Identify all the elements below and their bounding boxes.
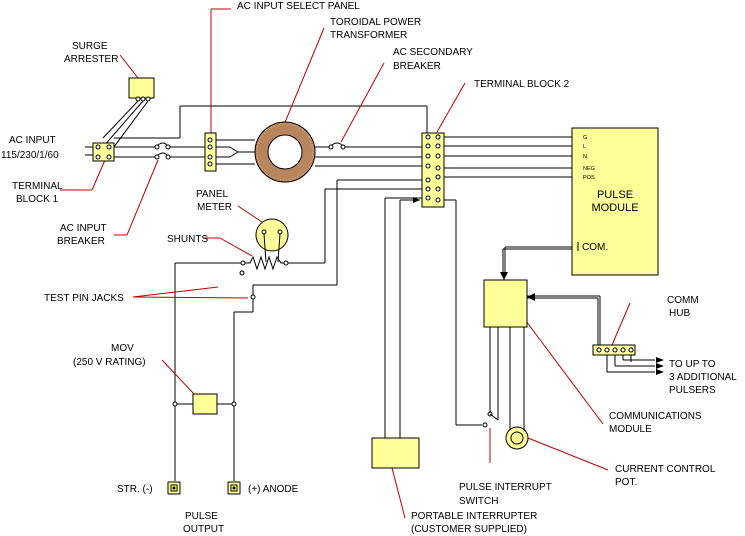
portable-interrupter-label-2: (CUSTOMER SUPPLIED) [411,524,527,535]
ac-input-breaker-label-1: AC INPUT [60,223,107,234]
toroidal-transformer-label-1: TOROIDAL POWER [330,17,421,28]
comm-hub [592,344,636,356]
wiring [85,105,664,481]
ac-input-breaker [154,142,171,160]
terminal-block-1-label-1: TERMINAL [12,181,63,192]
comm-hub-label-1: COMM [667,295,699,306]
ac-input-breaker-label-2: BREAKER [57,236,105,247]
additional-label: 3 ADDITIONAL [669,372,737,383]
toroidal-transformer-label-2: TRANSFORMER [330,30,407,41]
leader-lines [60,8,631,519]
pulse-module-g-label: G [583,135,587,141]
pulse-module: G L N NEG POS PULSE MODULE COM. [571,127,659,276]
terminal-block-1 [92,142,115,162]
pulse-module-pos-label: POS [583,175,595,181]
pulse-module-com-label: COM. [582,242,608,253]
ac-voltage-label: 115/230/1/60 [1,150,59,161]
pulse-output-terminals [167,481,241,495]
current-control-label-2: POT. [615,477,637,488]
communications-module-label-2: MODULE [609,424,652,435]
pulse-module-n-label: N [583,154,587,160]
to-up-to-label: TO UP TO [669,359,716,370]
shunts [240,255,289,271]
toroidal-transformer [254,121,316,183]
pulse-interrupt-switch-label-1: PULSE INTERRUPT [459,482,552,493]
ac-secondary-breaker-label-2: BREAKER [393,61,441,72]
surge-arrester-label-2: ARRESTER [64,54,118,65]
mov [172,393,237,415]
ac-secondary-breaker [328,142,346,150]
shunts-label: SHUNTS [167,234,208,245]
pulse-module-label-1: PULSE [597,189,633,201]
current-control-label-1: CURRENT CONTROL [615,464,716,475]
ac-input-select-panel-label: AC INPUT SELECT PANEL [237,1,360,12]
pulse-module-neg-label: NEG [583,166,595,172]
pulse-interrupt-switch-label-2: SWITCH [459,496,498,507]
ac-input-select-panel [204,132,217,172]
terminal-block-2-label: TERMINAL BLOCK 2 [474,79,570,90]
pulse-output-label-1: PULSE [185,511,218,522]
surge-arrester-label-1: SURGE [72,41,108,52]
portable-interrupter [371,437,420,469]
terminal-block-2 [421,132,445,208]
mov-label-2: (250 V RATING) [73,357,146,368]
terminal-block-1-label-2: BLOCK 1 [16,194,59,205]
pulse-module-l-label: L [583,144,586,150]
ac-input-label: AC INPUT [9,135,56,146]
communications-module-label-1: COMMUNICATIONS [609,411,702,422]
pulse-output-label-2: OUTPUT [183,524,224,535]
mov-label-1: MOV [111,343,134,354]
panel-meter [255,218,289,263]
surge-arrester [102,77,155,156]
comm-hub-label-2: HUB [669,308,690,319]
test-pin-jacks-label: TEST PIN JACKS [44,293,124,304]
test-pin-jacks [239,270,256,300]
current-control-pot [505,426,529,450]
pulsers-label: PULSERS [669,385,716,396]
portable-interrupter-label-1: PORTABLE INTERRUPTER [411,511,537,522]
pulse-interrupt-switch [482,411,499,428]
str-label: STR. (-) [117,484,153,495]
panel-meter-label-2: METER [197,202,232,213]
communications-module [483,279,528,328]
anode-label: (+) ANODE [248,484,299,495]
ac-secondary-breaker-label-1: AC SECONDARY [393,47,473,58]
pulse-module-label-2: MODULE [591,202,638,214]
panel-meter-label-1: PANEL [196,189,228,200]
